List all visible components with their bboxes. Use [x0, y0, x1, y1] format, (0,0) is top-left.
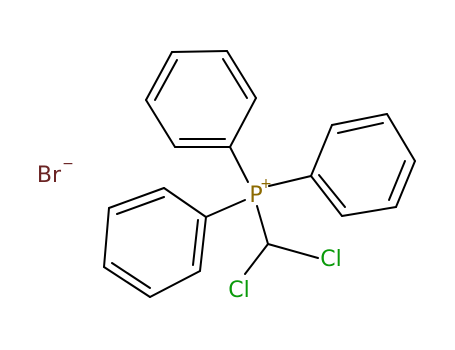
bond — [149, 270, 201, 298]
bond-c-cl-right — [267, 243, 319, 259]
bond-c-cl-left — [244, 243, 269, 275]
bond — [318, 174, 346, 208]
bond — [145, 51, 173, 101]
bond — [226, 50, 257, 99]
bond — [116, 196, 165, 215]
bond — [229, 97, 257, 148]
chlorine-label-left: Cl — [228, 278, 249, 303]
bond — [395, 160, 416, 208]
bond — [388, 160, 406, 201]
bond — [154, 59, 178, 101]
bond — [192, 219, 199, 266]
bond — [199, 216, 207, 272]
bond — [111, 262, 151, 289]
bond — [337, 122, 384, 134]
phosphorus-charge: + — [260, 176, 272, 192]
phenyl-ring-right — [310, 113, 416, 217]
bond — [103, 207, 110, 268]
bond — [341, 206, 397, 217]
bond-p-top-ring — [229, 146, 249, 183]
phenyl-ring-top — [145, 50, 257, 148]
chlorine-label-right: Cl — [320, 247, 341, 272]
chlorine-bonds — [244, 243, 319, 275]
bond — [310, 175, 343, 217]
bond — [222, 58, 248, 99]
bond — [145, 99, 176, 148]
bond — [103, 266, 151, 298]
phosphorus-bonds — [205, 146, 312, 245]
bond — [163, 187, 207, 218]
bromide-label: Br — [37, 163, 62, 188]
bond — [386, 113, 416, 162]
bromide-charge: − — [62, 156, 74, 172]
bond-p-left-ring — [205, 199, 246, 218]
phosphorus-label: P — [249, 183, 262, 208]
bond — [331, 113, 388, 126]
bond-p-right-ring — [268, 175, 312, 187]
bromide-ion: Br − — [37, 156, 74, 188]
bond — [310, 124, 333, 177]
bond — [108, 187, 165, 209]
bond — [171, 50, 228, 53]
phosphorus-atom: P + — [249, 176, 272, 208]
phenyl-ring-left — [103, 187, 207, 298]
bond-p-carbon — [256, 205, 269, 245]
